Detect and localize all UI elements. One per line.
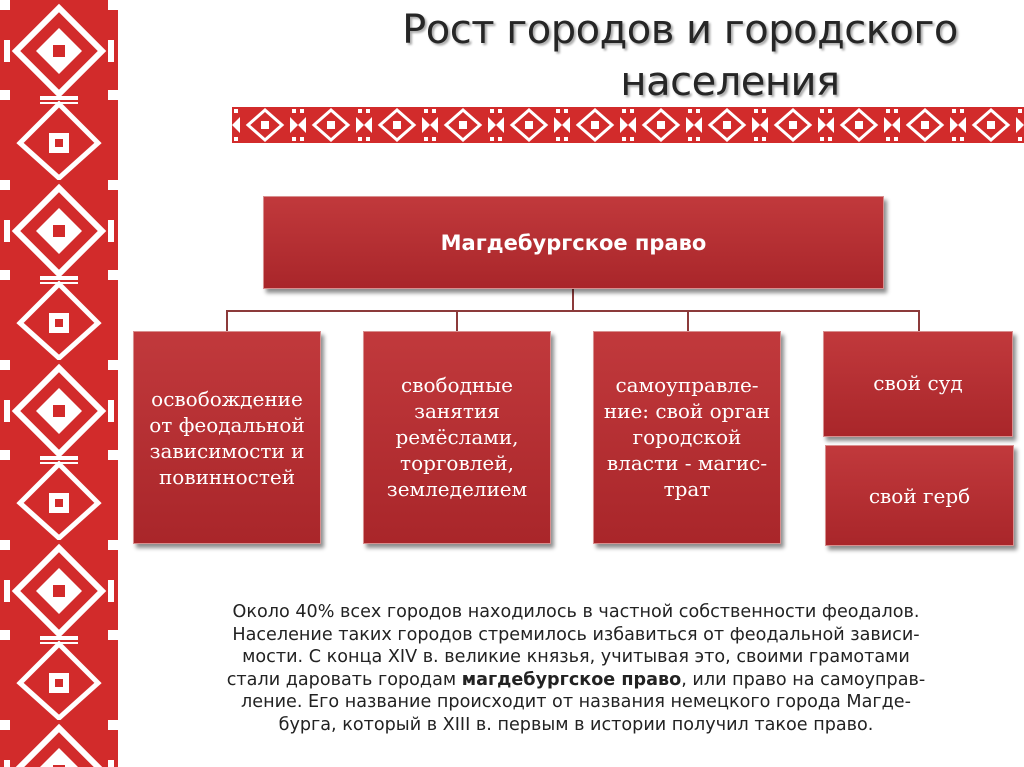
ornament-top-band: [232, 107, 1024, 143]
diagram-root-label: Магдебургское право: [440, 230, 707, 255]
diagram-child-text: повинностей: [158, 464, 296, 489]
note-line: Около 40% всех городов находилось в част…: [232, 602, 920, 622]
diagram-child-box: свой герб: [825, 445, 1014, 546]
note-text: , или право на самоуправ-: [681, 669, 926, 690]
diagram-child-box: свободные занятия ремёслами, торговлей, …: [363, 331, 551, 544]
diagram-child-text: освобождение: [151, 386, 303, 411]
connector-child-3: [687, 310, 689, 331]
note-line: бурга, который в XIII в. первым в истори…: [278, 714, 874, 735]
diagram-child-box: самоуправле- ние: свой орган городской в…: [593, 331, 781, 544]
note-bold-term: магдебургское право: [461, 669, 682, 690]
diagram-child-text: трат: [663, 477, 711, 501]
ornament-left-pattern: [0, 0, 118, 767]
note-text: стали даровать городам: [226, 669, 462, 690]
diagram-child-text: городской: [632, 425, 742, 449]
diagram-child-text: занятия: [414, 399, 500, 423]
diagram-child-text: власти - магис-: [606, 451, 768, 475]
diagram-child-text: торговлей,: [400, 451, 514, 475]
page-title: Рост городов и городского населения: [330, 4, 1024, 108]
diagram-child-text: земледелием: [386, 477, 528, 501]
diagram-child-text: от феодальной: [149, 412, 305, 437]
note-line: мости. С конца XIV в. великие князья, уч…: [242, 647, 910, 668]
diagram-child-text: самоуправле-: [615, 373, 759, 397]
note-line: ление. Его название происходит от назван…: [241, 692, 911, 713]
title-line-2: населения: [620, 59, 840, 105]
note-paragraph: Около 40% всех городов находилось в част…: [146, 601, 1006, 737]
diagram-child-text: ремёслами,: [395, 425, 519, 449]
connector-child-2: [456, 310, 458, 331]
diagram-child-text: свободные: [401, 373, 513, 397]
diagram-child-text: ние: свой орган: [603, 399, 771, 423]
diagram-root-box: Магдебургское право: [263, 196, 884, 289]
connector-horizontal: [226, 310, 920, 312]
connector-child-4: [918, 310, 920, 331]
diagram-child-box: свой суд: [823, 331, 1013, 437]
connector-child-1: [226, 310, 228, 331]
note-line: стали даровать городам магдебургское пра…: [146, 669, 1006, 692]
diagram-child-text: свой герб: [868, 483, 971, 508]
connector-root-stem: [572, 289, 574, 311]
title-line-1: Рост городов и городского: [402, 7, 958, 53]
diagram-child-box: освобождение от феодальной зависимости и…: [133, 331, 321, 544]
diagram-child-text: свой суд: [873, 371, 963, 395]
diagram-child-text: зависимости и: [149, 438, 305, 463]
note-line: Население таких городов стремилось избав…: [232, 624, 920, 645]
